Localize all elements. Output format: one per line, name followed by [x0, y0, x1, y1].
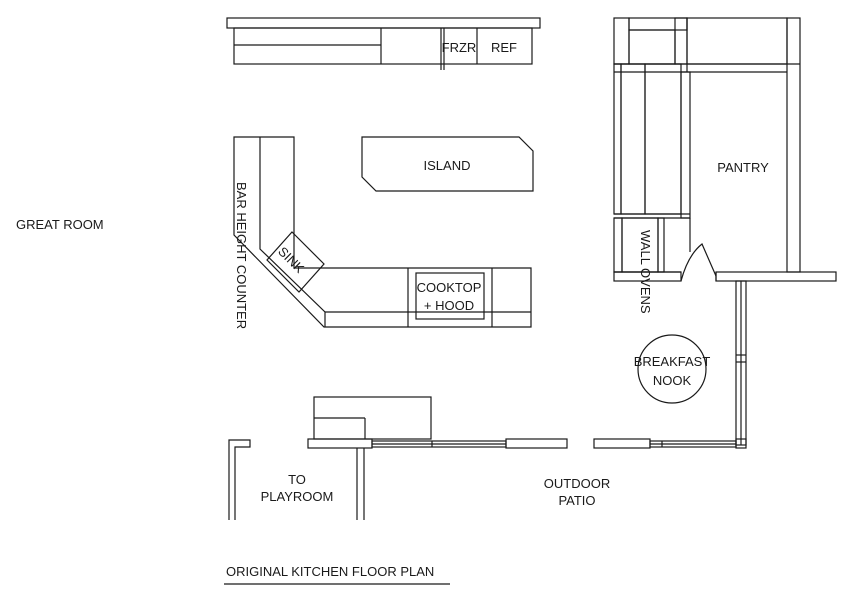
- breakfast-nook-label-line2: NOOK: [653, 373, 692, 388]
- island: [361, 136, 534, 192]
- east-window-wall: [735, 280, 747, 446]
- sink: [266, 231, 325, 293]
- great-room-label: GREAT ROOM: [16, 217, 104, 232]
- island-label: ISLAND: [424, 158, 471, 173]
- freezer-label: FRZR: [442, 40, 477, 55]
- plan-title: ORIGINAL KITCHEN FLOOR PLAN: [226, 564, 434, 579]
- cooktop-label-line2: + HOOD: [424, 298, 474, 313]
- bar-counter-label: BAR HEIGHT COUNTER: [234, 182, 249, 329]
- playroom-label-line1: TO: [288, 472, 306, 487]
- outdoor-patio-label-line2: PATIO: [558, 493, 595, 508]
- refrigerator-label: REF: [491, 40, 517, 55]
- wall-ovens-label: WALL OVENS: [638, 230, 653, 314]
- outdoor-patio-label-line1: OUTDOOR: [544, 476, 610, 491]
- breakfast-nook-table: [637, 334, 707, 404]
- top-counter: [226, 17, 541, 70]
- sink-label: SINK: [275, 244, 307, 276]
- l-counter: [233, 136, 532, 328]
- cooktop-label-line1: COOKTOP: [417, 280, 482, 295]
- breakfast-nook-label-line1: BREAKFAST: [634, 354, 711, 369]
- pantry-walls: [613, 17, 837, 282]
- south-walls: [228, 396, 747, 520]
- playroom-label-line2: PLAYROOM: [261, 489, 334, 504]
- pantry-label: PANTRY: [717, 160, 769, 175]
